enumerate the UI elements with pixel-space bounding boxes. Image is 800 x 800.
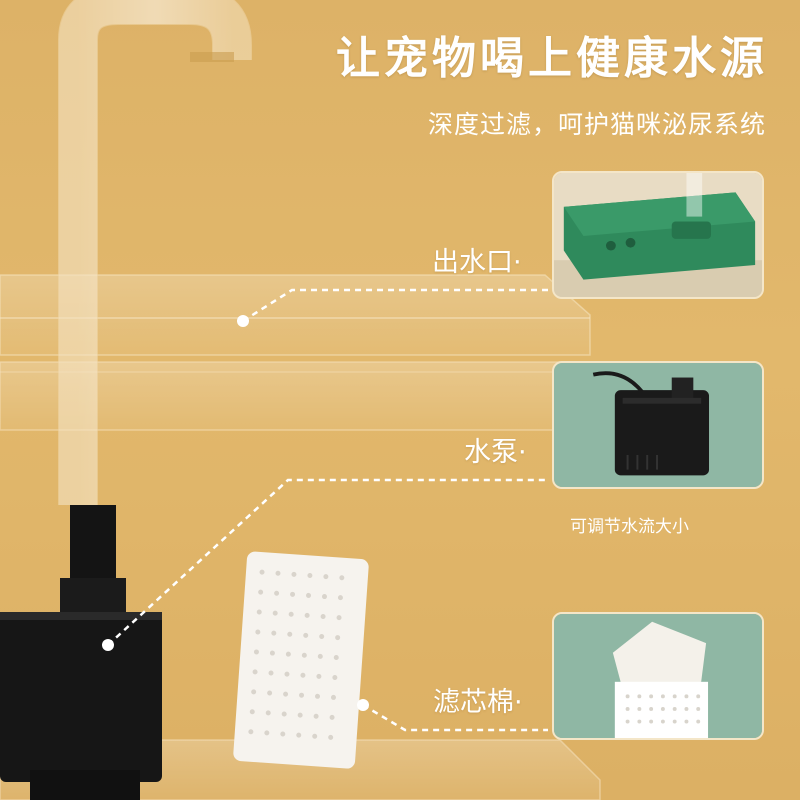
subheadline: 深度过滤，呵护猫咪泌尿系统 [427,110,766,139]
label-pump: 水泵· [464,437,527,468]
filter-sponge-icon [554,614,762,738]
label-outlet: 出水口· [432,247,522,278]
callout-line-outlet [237,288,548,327]
headline: 让宠物喝上健康水源 [336,33,768,84]
callout-line-filter [357,699,548,732]
photo-card-pump [552,361,764,489]
outlet-tray-icon [554,173,762,297]
spout-pipe-icon [58,0,252,505]
pump-photo-icon [554,363,762,487]
pump-body-icon [0,505,162,800]
filter-cartridge-icon [233,551,369,769]
reservoir-layer-top [0,274,591,356]
photo-card-filter [552,612,764,740]
label-filter: 滤芯棉· [433,687,523,718]
photo-card-outlet [552,171,764,299]
callout-dot-filter [357,699,369,711]
callout-dot-outlet [237,315,249,327]
caption-adjustable-flow: 可调节水流大小 [570,517,689,537]
callout-dot-pump [102,639,114,651]
callout-line-pump [102,478,548,651]
